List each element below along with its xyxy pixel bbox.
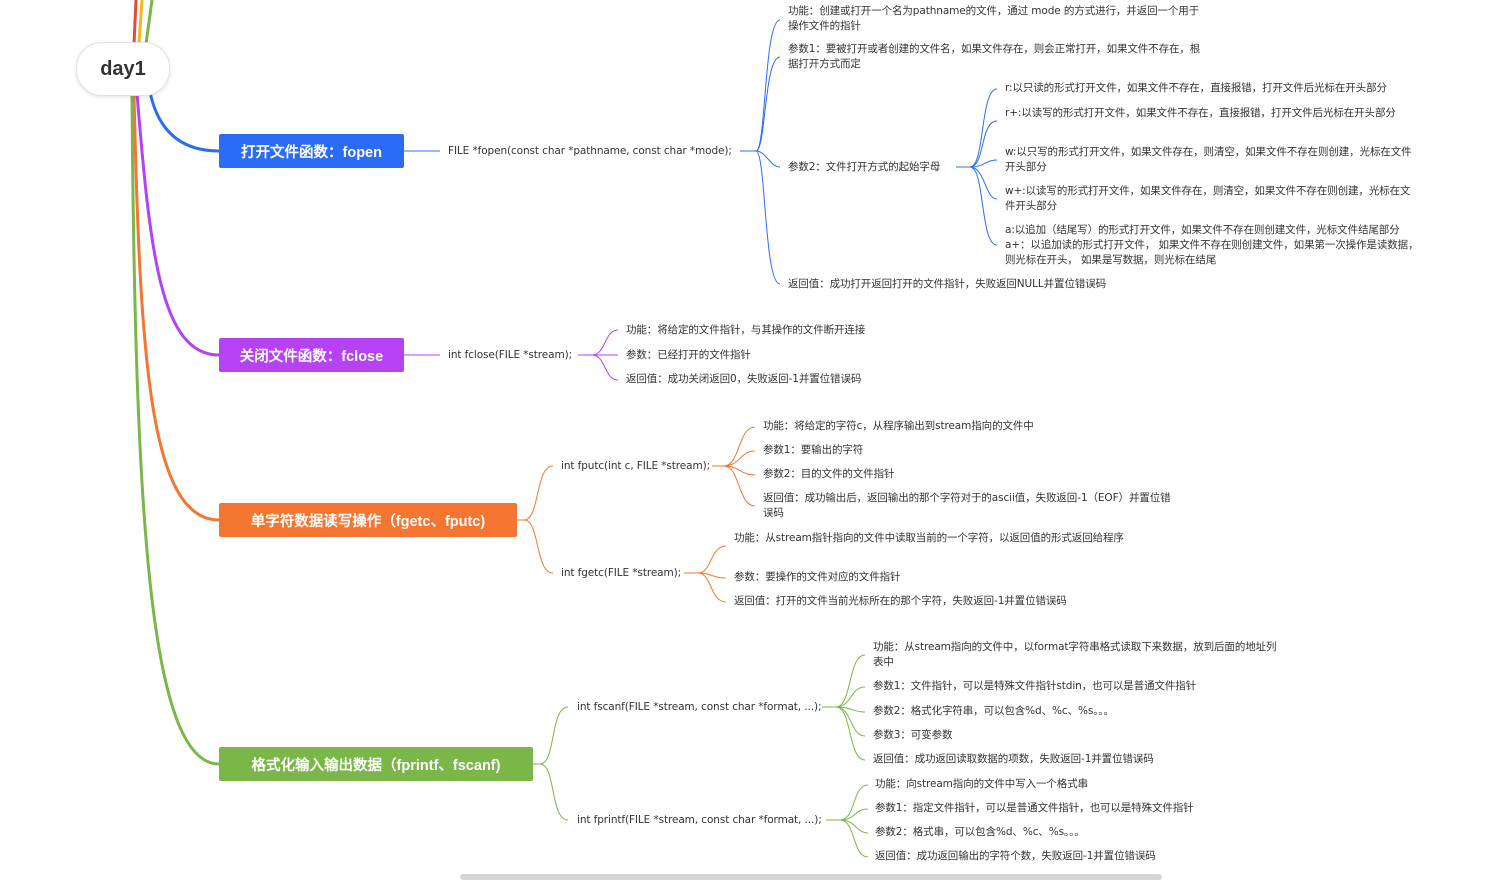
fopen-param2[interactable]: 参数2：文件打开方式的起始字母 <box>788 161 941 173</box>
horizontal-scrollbar[interactable] <box>460 874 1162 880</box>
fopen-mode-r-plus[interactable]: r+:以读写的形式打开文件，如果文件不存在，直接报错，打开文件后光标在开头部分 <box>1005 107 1396 119</box>
connector-green-top <box>144 0 154 46</box>
fscanf-param3[interactable]: 参数3：可变参数 <box>873 729 953 741</box>
fclose-function[interactable]: 功能：将给定的文件指针，与其操作的文件断开连接 <box>626 324 866 336</box>
fputc-param2[interactable]: 参数2：目的文件的文件指针 <box>763 468 895 480</box>
fgetc-signature[interactable]: int fgetc(FILE *stream); <box>561 567 682 579</box>
fopen-return[interactable]: 返回值：成功打开返回打开的文件指针，失败返回NULL并置位错误码 <box>788 278 1107 290</box>
branch-fopen[interactable]: 打开文件函数：fopen <box>219 134 404 168</box>
fclose-param[interactable]: 参数：已经打开的文件指针 <box>626 349 751 361</box>
connector-purple <box>135 92 221 357</box>
fopen-mode-w-plus[interactable]: w+:以读写的形式打开文件，如果文件存在，则清空，如果文件不存在则创建，光标在文… <box>1005 185 1411 212</box>
fopen-mode-r[interactable]: r:以只读的形式打开文件，如果文件不存在，直接报错，打开文件后光标在开头部分 <box>1005 82 1387 94</box>
fprintf-param2[interactable]: 参数2：格式串，可以包含%d、%c、%s。。。 <box>875 826 1085 838</box>
fputc-param1[interactable]: 参数1：要输出的字符 <box>763 444 864 456</box>
connector-blue <box>148 90 221 153</box>
fscanf-param2[interactable]: 参数2：格式化字符串，可以包含%d、%c、%s。。。 <box>873 705 1114 717</box>
fopen-mode-w[interactable]: w:以只写的形式打开文件，如果文件存在，则清空，如果文件不存在则创建，光标在文件… <box>1005 146 1412 173</box>
fprintf-param1[interactable]: 参数1：指定文件指针，可以是普通文件指针，也可以是特殊文件指针 <box>875 802 1194 814</box>
fscanf-signature[interactable]: int fscanf(FILE *stream, const char *for… <box>577 701 822 713</box>
fputc-return[interactable]: 返回值：成功输出后，返回输出的那个字符对于的ascii值，失败返回-1（EOF）… <box>763 492 1171 519</box>
fscanf-return[interactable]: 返回值：成功返回读取数据的项数，失败返回-1并置位错误码 <box>873 753 1154 765</box>
fclose-signature[interactable]: int fclose(FILE *stream); <box>448 349 573 361</box>
fprintf-function[interactable]: 功能：向stream指向的文件中写入一个格式串 <box>875 778 1088 790</box>
fputc-signature[interactable]: int fputc(int c, FILE *stream); <box>561 460 711 472</box>
branch-fclose[interactable]: 关闭文件函数：fclose <box>219 338 404 372</box>
root-node[interactable]: day1 <box>76 42 170 96</box>
fgetc-return[interactable]: 返回值：打开的文件当前光标所在的那个字符，失败返回-1并置位错误码 <box>734 595 1067 607</box>
connector-orange <box>132 92 221 522</box>
fprintf-return[interactable]: 返回值：成功返回输出的字符个数，失败返回-1并置位错误码 <box>875 850 1156 862</box>
fgetc-function[interactable]: 功能：从stream指针指向的文件中读取当前的一个字符，以返回值的形式返回给程序 <box>734 532 1124 544</box>
fclose-return[interactable]: 返回值：成功关闭返回0，失败返回-1并置位错误码 <box>626 373 862 385</box>
branch-fgetc-fputc[interactable]: 单字符数据读写操作（fgetc、fputc) <box>219 503 517 537</box>
connector-red <box>132 0 138 46</box>
fopen-signature[interactable]: FILE *fopen(const char *pathname, const … <box>448 145 732 157</box>
fgetc-param[interactable]: 参数：要操作的文件对应的文件指针 <box>734 571 901 583</box>
fputc-function[interactable]: 功能：将给定的字符c，从程序输出到stream指向的文件中 <box>763 420 1034 432</box>
connector-green <box>130 92 221 766</box>
branch-fprintf-fscanf[interactable]: 格式化输入输出数据（fprintf、fscanf) <box>219 747 533 781</box>
connector-yellow <box>137 0 144 46</box>
fscanf-function[interactable]: 功能：从stream指向的文件中，以format字符串格式读取下来数据，放到后面… <box>873 641 1277 668</box>
fprintf-signature[interactable]: int fprintf(FILE *stream, const char *fo… <box>577 814 822 826</box>
fopen-mode-a[interactable]: a:以追加（结尾写）的形式打开文件，如果文件不存在则创建文件，光标文件结尾部分 … <box>1005 224 1419 266</box>
fopen-param1[interactable]: 参数1：要被打开或者创建的文件名，如果文件存在，则会正常打开，如果文件不存在，根… <box>788 43 1201 70</box>
fopen-function[interactable]: 功能：创建或打开一个名为pathname的文件，通过 mode 的方式进行，并返… <box>788 5 1200 32</box>
fscanf-param1[interactable]: 参数1：文件指针，可以是特殊文件指针stdin，也可以是普通文件指针 <box>873 680 1197 692</box>
